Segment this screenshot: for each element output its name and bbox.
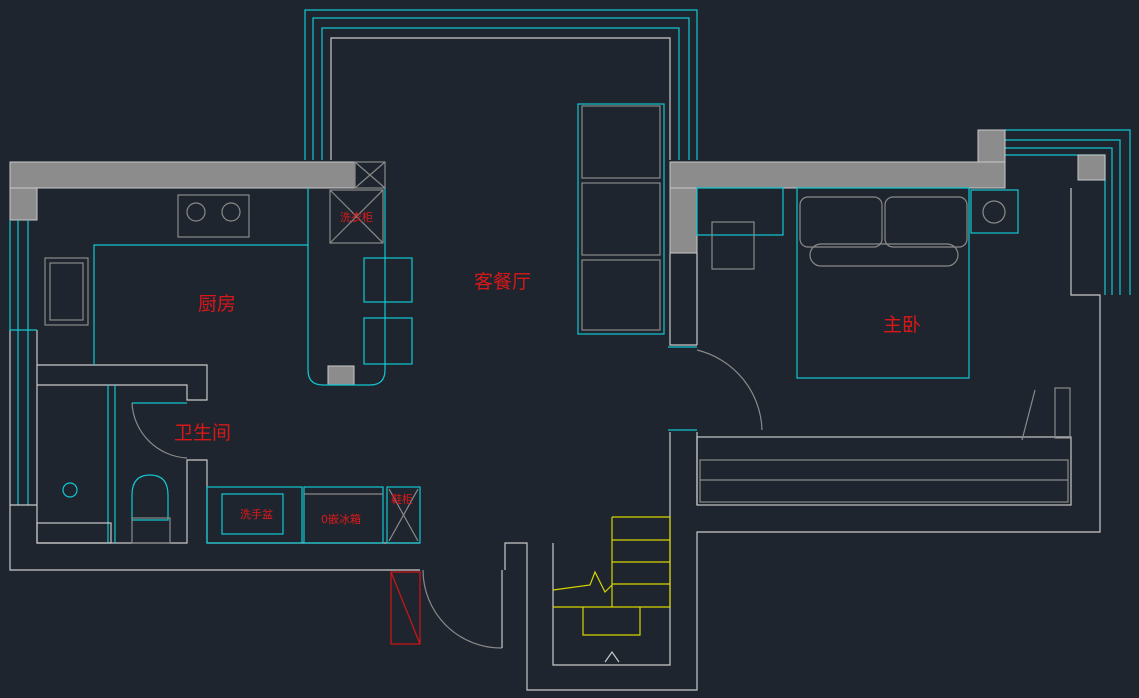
living-cabinets xyxy=(577,103,665,335)
doors xyxy=(131,346,763,649)
walls xyxy=(9,129,1101,691)
label-laundry-cabinet: 洗衣柜 xyxy=(340,210,373,224)
room-label-bathroom: 卫生间 xyxy=(174,422,231,444)
stairs xyxy=(552,516,671,663)
bay-window-right xyxy=(1005,129,1131,295)
room-label-master-bedroom: 主卧 xyxy=(883,314,921,336)
label-fridge: 0嵌冰箱 xyxy=(321,512,361,526)
bay-window-top xyxy=(304,9,698,160)
room-label-kitchen: 厨房 xyxy=(198,293,236,315)
kitchen-counter xyxy=(44,161,413,386)
bedroom-furniture xyxy=(696,187,1072,506)
label-shoe-cabinet: 鞋柜 xyxy=(391,492,413,506)
label-wash-basin: 洗手盆 xyxy=(240,507,273,521)
room-label-living-dining: 客餐厅 xyxy=(474,271,531,293)
bath-fixtures xyxy=(36,385,421,544)
